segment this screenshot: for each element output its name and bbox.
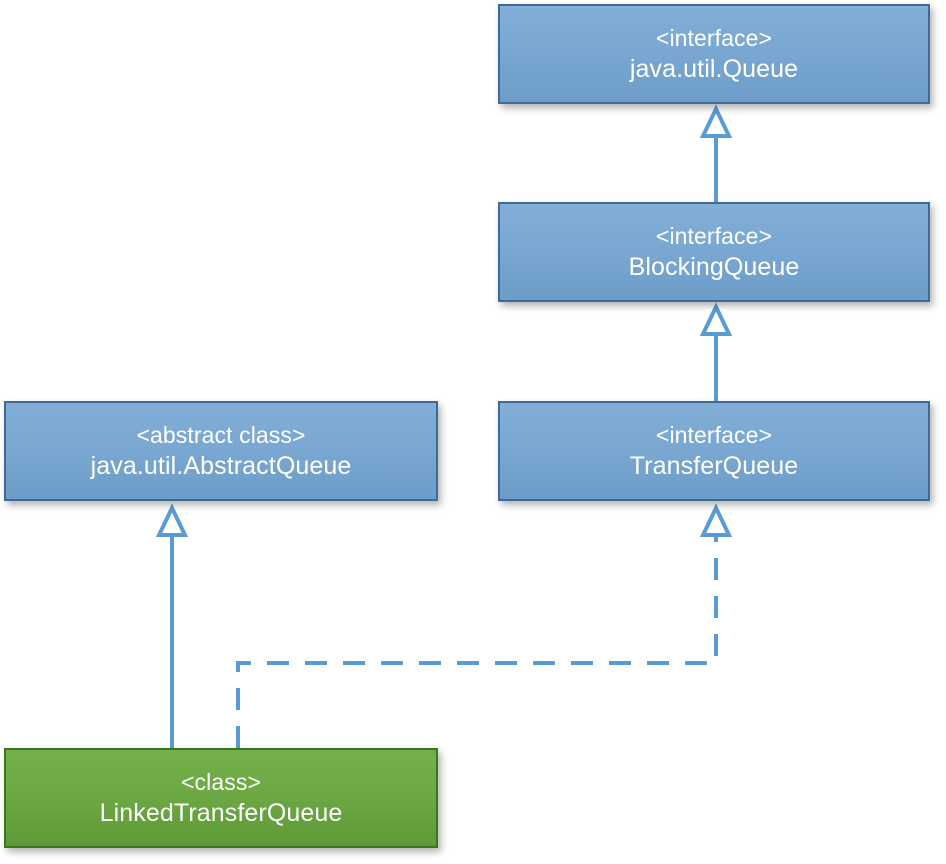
stereotype-label: <interface>: [655, 24, 773, 51]
class-name-label: BlockingQueue: [628, 252, 800, 281]
class-name-label: LinkedTransferQueue: [99, 798, 343, 827]
hollow-triangle-arrowhead-icon: [699, 503, 733, 537]
class-box-linkedtransferqueue[interactable]: <class> LinkedTransferQueue: [4, 748, 438, 848]
stereotype-label: <interface>: [655, 421, 773, 448]
edge-transferqueue-extends-blockingqueue: [699, 302, 733, 401]
class-name-label: java.util.Queue: [629, 54, 799, 83]
edge-blockingqueue-extends-queue: [699, 104, 733, 202]
stereotype-label: <abstract class>: [136, 421, 306, 448]
class-box-blockingqueue[interactable]: <interface> BlockingQueue: [498, 202, 930, 302]
stereotype-label: <interface>: [655, 222, 773, 249]
realization-line: [236, 535, 718, 748]
class-box-java-util-abstractqueue[interactable]: <abstract class> java.util.AbstractQueue: [4, 401, 438, 501]
class-box-transferqueue[interactable]: <interface> TransferQueue: [498, 401, 930, 501]
hollow-triangle-arrowhead-icon: [699, 104, 733, 138]
edge-linkedtransferqueue-implements-transferqueue: [236, 503, 733, 748]
hollow-triangle-arrowhead-icon: [699, 302, 733, 336]
stereotype-label: <class>: [181, 768, 261, 795]
edge-linkedtransferqueue-extends-abstractqueue: [155, 503, 189, 748]
hollow-triangle-arrowhead-icon: [155, 503, 189, 537]
class-name-label: TransferQueue: [629, 451, 799, 480]
class-name-label: java.util.AbstractQueue: [90, 451, 352, 480]
class-box-java-util-queue[interactable]: <interface> java.util.Queue: [498, 4, 930, 104]
